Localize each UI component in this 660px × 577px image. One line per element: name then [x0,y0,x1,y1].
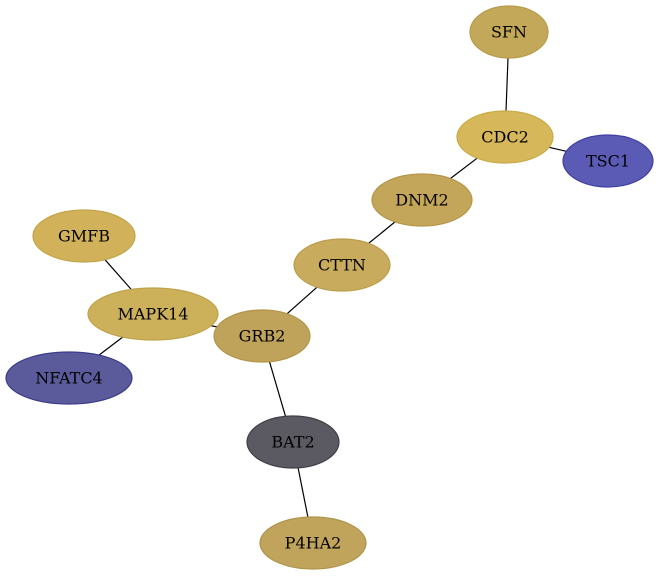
node-label-cttn: CTTN [318,256,366,275]
node-shape-sfn[interactable] [469,5,549,59]
edge-cdc2-tsc1 [548,146,567,152]
node-label-grb2: GRB2 [239,327,286,346]
node-sfn[interactable]: SFN [469,5,549,59]
node-label-dnm2: DNM2 [395,191,448,210]
node-shape-mapk14[interactable] [87,287,219,341]
node-shape-bat2[interactable] [246,415,340,469]
node-p4ha2[interactable]: P4HA2 [259,516,367,570]
edge-cttn-grb2 [286,286,318,315]
node-grb2[interactable]: GRB2 [213,309,311,363]
node-label-nfatc4: NFATC4 [35,369,102,388]
node-dnm2[interactable]: DNM2 [371,173,473,227]
node-label-cdc2: CDC2 [481,128,529,147]
node-shape-p4ha2[interactable] [259,516,367,570]
node-label-p4ha2: P4HA2 [285,534,342,553]
node-shape-nfatc4[interactable] [5,351,133,405]
edge-mapk14-nfatc4 [98,336,124,356]
edge-mapk14-grb2 [210,325,218,328]
edge-grb2-bat2 [268,361,287,417]
node-cdc2[interactable]: CDC2 [456,110,554,164]
node-label-gmfb: GMFB [58,227,110,246]
node-shape-cdc2[interactable] [456,110,554,164]
edge-dnm2-cttn [368,221,396,244]
node-cttn[interactable]: CTTN [293,238,391,292]
node-gmfb[interactable]: GMFB [32,209,136,263]
node-shape-gmfb[interactable] [32,209,136,263]
node-shape-cttn[interactable] [293,238,391,292]
node-tsc1[interactable]: TSC1 [562,134,654,188]
edge-bat2-p4ha2 [297,467,309,518]
node-shape-grb2[interactable] [213,309,311,363]
node-shape-dnm2[interactable] [371,173,473,227]
edge-gmfb-mapk14 [104,259,132,290]
node-nfatc4[interactable]: NFATC4 [5,351,133,405]
node-mapk14[interactable]: MAPK14 [87,287,219,341]
edge-sfn-cdc2 [505,57,509,112]
node-label-tsc1: TSC1 [586,152,630,171]
node-label-sfn: SFN [491,23,527,42]
node-label-mapk14: MAPK14 [117,305,188,324]
edge-cdc2-dnm2 [449,157,478,180]
edges-layer [98,57,567,518]
node-shape-tsc1[interactable] [562,134,654,188]
node-bat2[interactable]: BAT2 [246,415,340,469]
node-label-bat2: BAT2 [271,433,314,452]
